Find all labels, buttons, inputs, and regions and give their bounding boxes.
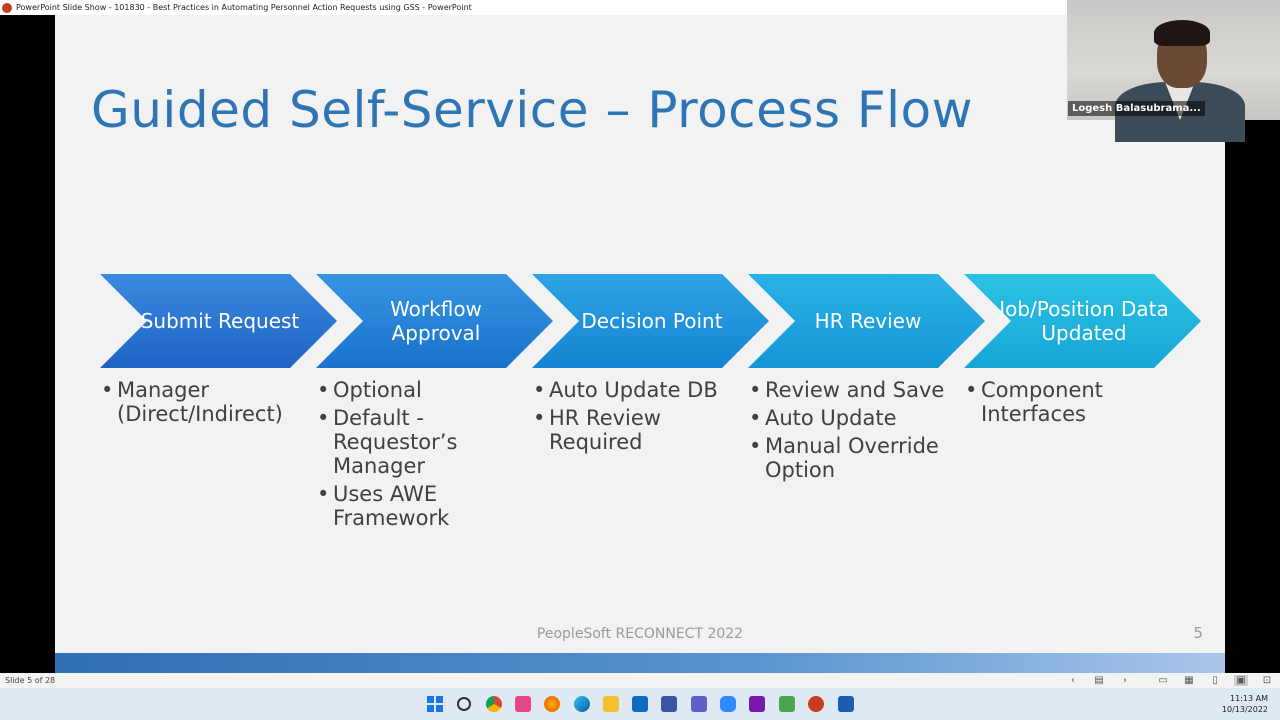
- bullet-item: Optional: [317, 378, 507, 402]
- bullet-item: Component Interfaces: [965, 378, 1145, 426]
- search-icon[interactable]: [457, 697, 471, 711]
- powerpoint-icon[interactable]: [808, 696, 824, 712]
- media-icon[interactable]: [838, 696, 854, 712]
- clock-date: 10/13/2022: [1222, 704, 1268, 715]
- presenter-view-icon[interactable]: ⊡: [1260, 675, 1274, 686]
- onenote-icon[interactable]: [749, 696, 765, 712]
- bullet-item: Auto Update DB: [533, 378, 723, 402]
- windows-start-icon[interactable]: [427, 696, 443, 712]
- previous-slide-icon[interactable]: ‹: [1066, 675, 1080, 686]
- step-5-label: Job/Position Data Updated: [999, 274, 1169, 368]
- slideshow-status-bar: Slide 5 of 28 ‹ ▤ › ▭ ▦ ▯ ▣ ⊡: [0, 673, 1280, 688]
- teams-icon[interactable]: [691, 696, 707, 712]
- slide-footer: PeopleSoft RECONNECT 2022: [55, 626, 1225, 642]
- zoom-icon[interactable]: [720, 696, 736, 712]
- reading-view-icon[interactable]: ▯: [1208, 675, 1222, 686]
- slide-number: 5: [1193, 624, 1203, 642]
- step-2-label: Workflow Approval: [351, 274, 521, 368]
- normal-view-icon[interactable]: ▭: [1156, 675, 1170, 686]
- status-controls: ‹ ▤ › ▭ ▦ ▯ ▣ ⊡: [1066, 673, 1274, 688]
- slide-menu-icon[interactable]: ▤: [1092, 675, 1106, 686]
- step-5-bullets: Component Interfaces: [965, 378, 1145, 430]
- slideshow-view-icon[interactable]: ▣: [1234, 675, 1248, 686]
- step-3-bullets: Auto Update DB HR Review Required: [533, 378, 723, 458]
- outlook-icon[interactable]: [632, 696, 648, 712]
- step-3-label: Decision Point: [567, 274, 737, 368]
- snipping-tool-icon[interactable]: [515, 696, 531, 712]
- participant-hair: [1154, 20, 1210, 46]
- slide-indicator: Slide 5 of 28: [5, 676, 55, 685]
- edge-icon[interactable]: [574, 696, 590, 712]
- slide-footer-bar: [55, 653, 1225, 673]
- bullet-item: Default - Requestor’s Manager: [317, 406, 507, 478]
- bullet-item: Review and Save: [749, 378, 959, 402]
- slide[interactable]: Guided Self-Service – Process Flow Submi…: [55, 15, 1225, 673]
- bullet-item: HR Review Required: [533, 406, 723, 454]
- step-1-label: Submit Request: [135, 274, 305, 368]
- bullet-item: Manual Override Option: [749, 434, 959, 482]
- windows-taskbar: 11:13 AM 10/13/2022: [0, 688, 1280, 720]
- firefox-icon[interactable]: [544, 696, 560, 712]
- paint-icon[interactable]: [779, 696, 795, 712]
- clock-time: 11:13 AM: [1222, 693, 1268, 704]
- powerpoint-app-icon: [2, 3, 12, 13]
- step-4-bullets: Review and Save Auto Update Manual Overr…: [749, 378, 959, 486]
- file-explorer-icon[interactable]: [603, 696, 619, 712]
- chrome-icon[interactable]: [486, 696, 502, 712]
- teams-alt-icon[interactable]: [661, 696, 677, 712]
- step-2-bullets: Optional Default - Requestor’s Manager U…: [317, 378, 507, 534]
- participant-name: Logesh Balasubrama...: [1068, 101, 1205, 116]
- window-title: PowerPoint Slide Show - 101830 - Best Pr…: [16, 3, 472, 12]
- step-4-label: HR Review: [783, 274, 953, 368]
- bullet-item: Uses AWE Framework: [317, 482, 507, 530]
- system-clock[interactable]: 11:13 AM 10/13/2022: [1222, 693, 1268, 715]
- next-slide-icon[interactable]: ›: [1118, 675, 1132, 686]
- step-1-bullets: Manager (Direct/Indirect): [101, 378, 301, 430]
- slide-sorter-icon[interactable]: ▦: [1182, 675, 1196, 686]
- bullet-item: Auto Update: [749, 406, 959, 430]
- bullet-item: Manager (Direct/Indirect): [101, 378, 301, 426]
